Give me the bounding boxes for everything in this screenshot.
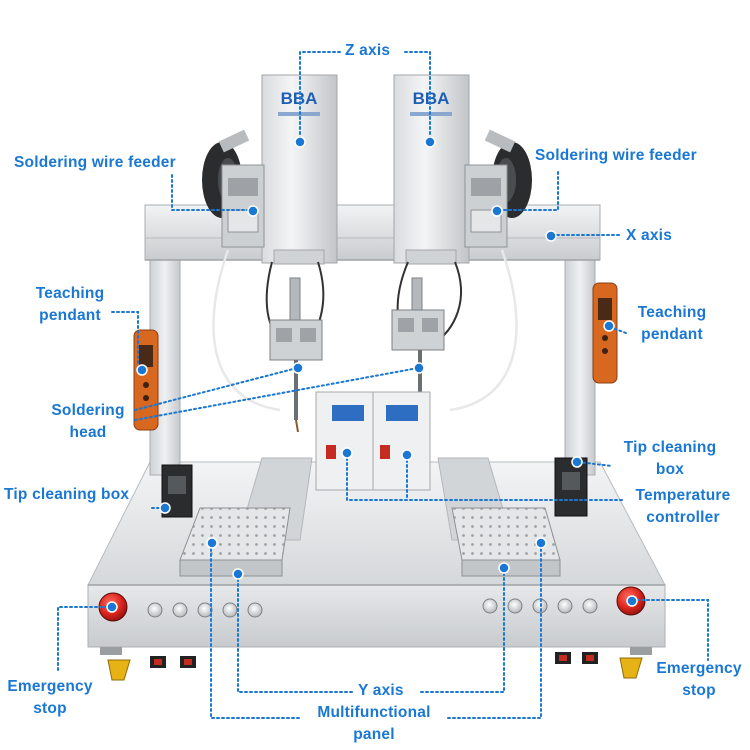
fixture-plate-right <box>451 507 561 577</box>
label-tip-cleaning-right-line1: Tip cleaning <box>623 439 717 456</box>
leader-lines <box>57 51 709 719</box>
label-emergency-stop-left: Emergency stop <box>0 676 100 720</box>
dot-z-axis-left <box>294 136 306 148</box>
tip-cleaning-box-right <box>554 457 588 517</box>
temperature-controller <box>315 391 431 491</box>
dot-emergency-right <box>626 595 638 607</box>
label-emergency-left-line1: Emergency <box>7 678 93 695</box>
label-wire-feeder-right: Soldering wire feeder <box>535 147 697 164</box>
callout-dots <box>106 136 638 613</box>
label-teaching-pendant-right-line2: pendant <box>641 326 703 343</box>
label-multifunctional-line2: panel <box>353 726 395 743</box>
dot-wire-feeder-right <box>491 205 503 217</box>
label-y-axis: Y axis <box>358 682 404 699</box>
label-x-axis: X axis <box>626 227 673 244</box>
z-axis-head-right: BBA <box>393 74 470 265</box>
label-z-axis: Z axis <box>345 42 391 59</box>
label-soldering-head-line2: head <box>69 424 107 441</box>
dot-soldering-head-left <box>292 362 304 374</box>
label-emergency-stop-right: Emergency stop <box>648 658 750 702</box>
label-soldering-head: Soldering head <box>38 400 138 444</box>
label-soldering-head-line1: Soldering <box>51 402 125 419</box>
dot-emergency-left <box>106 601 118 613</box>
dot-multifunctional-left <box>206 537 218 549</box>
teaching-pendant-right <box>592 282 618 384</box>
label-temperature-line2: controller <box>646 509 720 526</box>
fixture-plate-left <box>179 507 291 577</box>
label-multifunctional-panel: Multifunctional panel <box>302 702 446 746</box>
soldering-head-right <box>391 277 445 425</box>
label-teaching-pendant-left-line2: pendant <box>39 307 101 324</box>
dot-soldering-head-right <box>413 362 425 374</box>
label-temperature-line1: Temperature <box>635 487 731 504</box>
dot-x-axis <box>545 230 557 242</box>
label-emergency-right-line1: Emergency <box>656 660 742 677</box>
label-wire-feeder-left: Soldering wire feeder <box>14 154 176 171</box>
dot-y-axis-right <box>498 562 510 574</box>
label-tip-cleaning-right-line2: box <box>655 461 685 478</box>
dot-temperature-left <box>341 447 353 459</box>
label-temperature-controller: Temperature controller <box>622 485 744 529</box>
label-tip-cleaning-left: Tip cleaning box <box>4 486 130 503</box>
label-emergency-right-line2: stop <box>682 682 716 699</box>
gantry-frame <box>144 204 601 476</box>
dot-wire-feeder-left <box>247 205 259 217</box>
dot-z-axis-right <box>424 136 436 148</box>
dot-teaching-pendant-right <box>603 320 615 332</box>
dot-tip-cleaning-right <box>571 456 583 468</box>
soldering-head-left <box>269 277 323 433</box>
label-teaching-pendant-left: Teaching pendant <box>24 283 116 327</box>
dot-multifunctional-right <box>535 537 547 549</box>
cables <box>212 249 518 412</box>
label-teaching-pendant-right: Teaching pendant <box>626 302 718 346</box>
label-multifunctional-line1: Multifunctional <box>317 704 431 721</box>
front-panel-controls <box>98 586 646 681</box>
label-emergency-left-line2: stop <box>33 700 67 717</box>
label-teaching-pendant-right-line1: Teaching <box>637 304 707 321</box>
label-tip-cleaning-right: Tip cleaning box <box>612 437 728 481</box>
dot-teaching-pendant-left <box>136 364 148 376</box>
wire-feeder-left <box>221 164 265 248</box>
dot-temperature-right <box>401 449 413 461</box>
dot-y-axis-left <box>232 568 244 580</box>
label-teaching-pendant-left-line1: Teaching <box>35 285 105 302</box>
wire-feeder-right <box>464 164 508 248</box>
dot-tip-cleaning-left <box>159 502 171 514</box>
